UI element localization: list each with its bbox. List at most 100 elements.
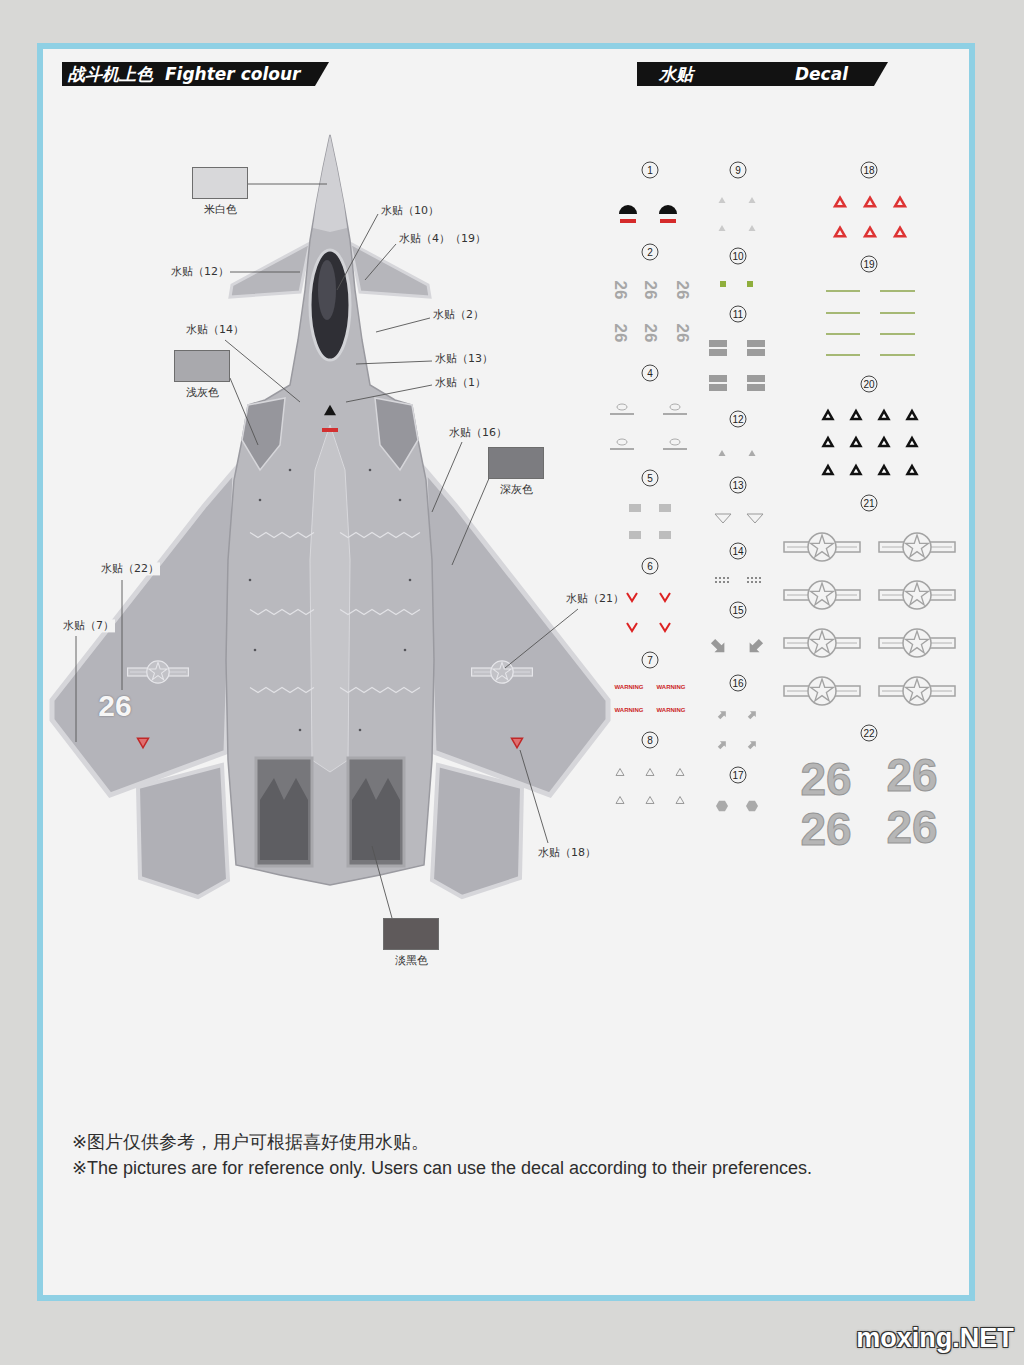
callout-label: 水贴（2） [432, 308, 485, 321]
callout-number: 4 [642, 365, 659, 382]
rivet [409, 579, 412, 582]
panel-line [250, 688, 314, 693]
callout-number: 11 [730, 306, 747, 323]
star-roundel [879, 677, 955, 705]
decal-stripe [826, 333, 860, 335]
decal-dot [727, 577, 729, 579]
decal-chevron [660, 593, 670, 601]
decal-arrow [746, 708, 759, 721]
rivet [399, 499, 402, 502]
decal-stripe [880, 333, 915, 335]
decal-dot [759, 577, 761, 579]
decal-warning: WARNING [615, 684, 644, 691]
decal-shield [747, 514, 763, 523]
callout-label: 水贴（18） [537, 846, 597, 859]
panel-line [250, 610, 314, 615]
roundel-disc [808, 677, 836, 705]
rivet [249, 579, 252, 582]
leader-line [229, 272, 300, 273]
roundel-disc [808, 629, 836, 657]
decal-shield [715, 514, 731, 523]
decal-triangle [676, 769, 684, 776]
decal-chevron [660, 623, 670, 631]
decal-arrow [716, 708, 729, 721]
decal-logo-text [663, 413, 687, 415]
roundel-star [906, 631, 929, 653]
callout-number: 10 [730, 248, 747, 265]
decal-logo [617, 439, 627, 445]
callout-number: 9 [730, 162, 747, 179]
leader-line [520, 750, 548, 843]
decal-triangle [895, 198, 905, 207]
header-text: 战斗机上色 [68, 63, 153, 86]
callout-number: 15 [730, 602, 747, 619]
decal-triangle [835, 228, 845, 237]
callout-number: 13 [730, 477, 747, 494]
intake-panel [242, 398, 285, 470]
color-swatch [488, 447, 544, 479]
callout-label: 水贴（14） [185, 323, 245, 336]
leader-line [248, 184, 327, 185]
intake-panel [375, 398, 418, 470]
panel-line [340, 533, 420, 538]
decal-arrow [746, 738, 759, 751]
decal-number: 26 [640, 324, 660, 343]
decal-arrow [708, 636, 729, 657]
rivet [299, 729, 302, 732]
decal-triangle [908, 411, 917, 419]
callout-number: 2 [642, 244, 659, 261]
color-name: 深灰色 [500, 482, 533, 497]
decal-triangle [835, 198, 845, 207]
leader-line [432, 442, 462, 512]
rivet [369, 469, 372, 472]
decal-panel [709, 340, 727, 347]
decal-stripe [826, 290, 860, 292]
star-roundel [879, 533, 955, 561]
canopy [310, 250, 350, 360]
callout-label: 水贴（12） [170, 265, 230, 278]
decal-triangle [646, 797, 654, 804]
decal-dot [755, 581, 757, 583]
decal-triangle [880, 466, 889, 474]
star-roundel [472, 661, 533, 683]
decal-arrow [716, 738, 729, 751]
decal-dot [723, 581, 725, 583]
note: ※图片仅供参考，用户可根据喜好使用水贴。 [72, 1132, 429, 1154]
decal-stripe [880, 312, 915, 314]
roundel-star [811, 631, 834, 653]
header-bar: 水贴Decal [637, 62, 888, 86]
decal-triangle [719, 450, 726, 456]
decal-stripe [880, 290, 915, 292]
callout-number: 5 [642, 470, 659, 487]
roundel-star [811, 583, 834, 605]
color-name: 米白色 [204, 202, 237, 217]
callout-label: 水贴（21） [565, 592, 625, 605]
marking [322, 428, 338, 432]
roundel-disc [903, 581, 931, 609]
decal-warning: WARNING [657, 707, 686, 714]
callout-label: 水贴（1） [434, 376, 487, 389]
marking [324, 405, 336, 415]
callout-number: 21 [861, 495, 878, 512]
decal-triangle [616, 769, 624, 776]
decal-stripe [826, 354, 860, 356]
decal-square [720, 281, 726, 287]
decal-chevron [627, 593, 637, 601]
tail-surface [138, 765, 228, 897]
decal-dot [727, 581, 729, 583]
callout-label: 水贴（10） [380, 204, 440, 217]
color-swatch [174, 350, 230, 382]
decal-dot [715, 577, 717, 579]
decal-block [659, 531, 671, 539]
callout-number: 22 [861, 725, 878, 742]
rivet [259, 499, 262, 502]
color-name: 淡黑色 [395, 953, 428, 968]
leader-line [337, 214, 378, 290]
star-roundel [784, 677, 860, 705]
header-text: Decal [795, 64, 848, 84]
callout-number: 17 [730, 767, 747, 784]
decal-panel [709, 375, 727, 382]
decal-number: 26 [610, 324, 630, 343]
decal-triangle [908, 438, 917, 446]
decal-square [747, 281, 753, 287]
